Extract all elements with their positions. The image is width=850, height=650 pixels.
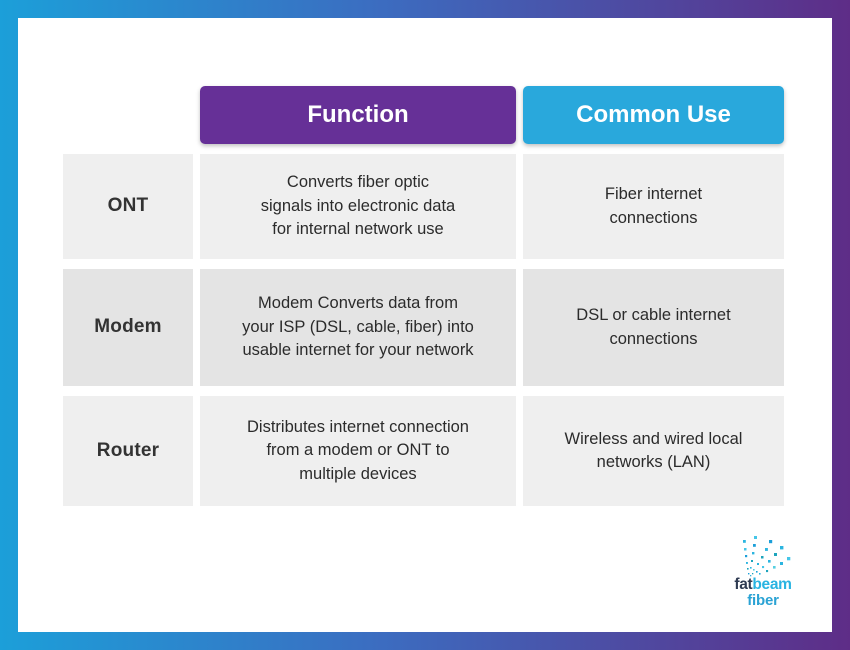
logo-text-fat: fat	[734, 575, 753, 593]
dot-spray-icon	[743, 535, 791, 576]
content-canvas: Function Common Use ONT Converts fiber o…	[18, 18, 832, 632]
column-header-function: Function	[200, 86, 516, 144]
logo-wordmark: fatbeam	[720, 575, 806, 593]
function-cell-router: Distributes internet connection from a m…	[200, 396, 516, 506]
column-header-common-use-label: Common Use	[576, 101, 731, 128]
fatbeam-fiber-logo: fatbeam fiber	[720, 535, 806, 609]
function-cell-ont: Converts fiber optic signals into electr…	[200, 154, 516, 259]
row-label-modem: Modem	[63, 269, 193, 386]
function-cell-modem: Modem Converts data from your ISP (DSL, …	[200, 269, 516, 386]
header-spacer	[63, 86, 193, 144]
common-use-cell-router: Wireless and wired local networks (LAN)	[523, 396, 784, 506]
row-label-router: Router	[63, 396, 193, 506]
comparison-table: Function Common Use ONT Converts fiber o…	[63, 86, 784, 506]
logo-text-fiber: fiber	[747, 592, 779, 609]
column-header-common-use: Common Use	[523, 86, 784, 144]
column-header-function-label: Function	[307, 101, 409, 128]
row-label-ont: ONT	[63, 154, 193, 259]
common-use-cell-modem: DSL or cable internet connections	[523, 269, 784, 386]
common-use-cell-ont: Fiber internet connections	[523, 154, 784, 259]
logo-text-beam: beam	[752, 575, 792, 593]
